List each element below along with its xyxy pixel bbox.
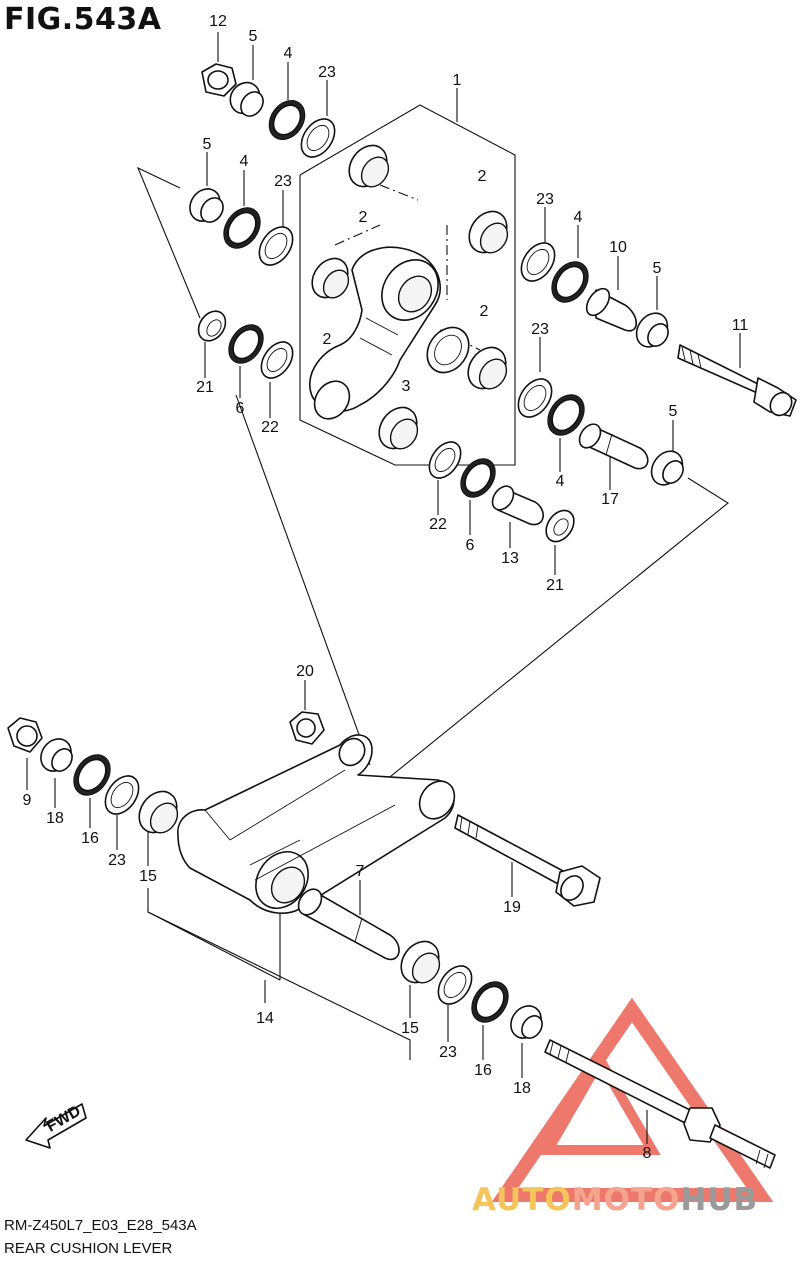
washer-23-left bbox=[258, 226, 294, 266]
callout-1: 1 bbox=[453, 72, 462, 89]
callout-18: 18 bbox=[513, 1080, 531, 1097]
oil-seal-16-right bbox=[471, 981, 509, 1023]
callout-23: 23 bbox=[274, 173, 292, 190]
needle-bearing-2b bbox=[468, 210, 509, 254]
callout-23: 23 bbox=[108, 852, 126, 869]
bolt-19 bbox=[454, 814, 601, 907]
callout-4: 4 bbox=[284, 45, 293, 62]
spacer-5-left bbox=[189, 188, 224, 223]
nut-9 bbox=[7, 717, 43, 753]
nut-20 bbox=[289, 711, 325, 745]
needle-bearing-15-right bbox=[400, 940, 441, 984]
collar-7 bbox=[297, 888, 400, 961]
callout-6: 6 bbox=[236, 400, 245, 417]
collar-17 bbox=[578, 423, 649, 470]
washer-23-right-2 bbox=[517, 378, 553, 418]
callout-4: 4 bbox=[574, 209, 583, 226]
callout-14: 14 bbox=[256, 1010, 274, 1027]
oil-seal-4-right bbox=[551, 261, 589, 303]
callout-2: 2 bbox=[478, 168, 487, 185]
callout-22: 22 bbox=[429, 516, 447, 533]
washer-23-right bbox=[520, 242, 556, 282]
figure-title: FIG.543A bbox=[4, 2, 162, 37]
collar-13 bbox=[491, 485, 544, 526]
callout-18: 18 bbox=[46, 810, 64, 827]
callout-12: 12 bbox=[209, 13, 227, 30]
callout-21: 21 bbox=[546, 577, 564, 594]
washer-21-left bbox=[197, 310, 227, 342]
callout-5: 5 bbox=[653, 260, 662, 277]
washer-22-left bbox=[260, 341, 294, 379]
oil-seal-4-right-2 bbox=[547, 394, 585, 436]
spacer-5-right bbox=[635, 312, 669, 348]
callout-3: 3 bbox=[402, 378, 411, 395]
callout-23: 23 bbox=[439, 1044, 457, 1061]
callout-2: 2 bbox=[480, 303, 489, 320]
figure-name: REAR CUSHION LEVER bbox=[4, 1240, 173, 1257]
spacer-5-right-2 bbox=[650, 450, 684, 486]
oil-seal-6-left bbox=[228, 324, 264, 364]
callout-22: 22 bbox=[261, 419, 279, 436]
callout-15: 15 bbox=[139, 868, 157, 885]
callout-6: 6 bbox=[466, 537, 475, 554]
watermark-part-hub: HUB bbox=[680, 1182, 759, 1218]
callout-23: 23 bbox=[318, 64, 336, 81]
callout-17: 17 bbox=[601, 491, 619, 508]
washer-23-lower-right bbox=[437, 965, 473, 1005]
fwd-arrow-icon bbox=[25, 1103, 87, 1149]
washer-22-right bbox=[428, 441, 462, 479]
callout-8: 8 bbox=[643, 1145, 652, 1162]
callout-21: 21 bbox=[196, 379, 214, 396]
callout-4: 4 bbox=[556, 473, 565, 490]
oil-seal-4-left bbox=[223, 207, 261, 249]
callout-16: 16 bbox=[81, 830, 99, 847]
washer-21-right bbox=[545, 509, 575, 543]
callout-2: 2 bbox=[323, 331, 332, 348]
watermark-logo-icon bbox=[491, 997, 774, 1202]
cushion-rod-1 bbox=[309, 246, 470, 420]
callout-4: 4 bbox=[240, 153, 249, 170]
callout-16: 16 bbox=[474, 1062, 492, 1079]
callout-15: 15 bbox=[401, 1020, 419, 1037]
washer-23-lower-left bbox=[104, 775, 140, 815]
callout-19: 19 bbox=[503, 899, 521, 916]
watermark-part-auto: AUTO bbox=[472, 1182, 572, 1218]
needle-bearing-2d bbox=[467, 346, 508, 390]
cushion-lever-14 bbox=[177, 734, 456, 915]
callout-23: 23 bbox=[531, 321, 549, 338]
spacer-18-right bbox=[510, 1005, 543, 1039]
needle-bearing-3 bbox=[378, 406, 419, 450]
needle-bearing-2a bbox=[348, 144, 390, 188]
nut-12 bbox=[201, 63, 237, 97]
callout-5: 5 bbox=[669, 403, 678, 420]
needle-bearing-2c bbox=[311, 257, 350, 299]
washer-23-top bbox=[300, 118, 336, 158]
bolt-11 bbox=[677, 344, 797, 417]
collar-10 bbox=[585, 287, 638, 332]
callout-5: 5 bbox=[249, 28, 258, 45]
callout-7: 7 bbox=[356, 863, 365, 880]
spacer-18-left bbox=[40, 738, 73, 772]
watermark-part-moto: MOTO bbox=[571, 1182, 681, 1218]
callout-23: 23 bbox=[536, 191, 554, 208]
callout-20: 20 bbox=[296, 663, 314, 680]
callout-11: 11 bbox=[732, 317, 749, 334]
spacer-5-top bbox=[229, 81, 264, 117]
oil-seal-4-top bbox=[268, 100, 306, 140]
callout-9: 9 bbox=[23, 792, 32, 809]
oil-seal-16-left bbox=[73, 754, 111, 796]
callout-5: 5 bbox=[203, 136, 212, 153]
callout-2: 2 bbox=[359, 209, 368, 226]
needle-bearing-15-left bbox=[138, 790, 179, 834]
callout-13: 13 bbox=[501, 550, 519, 567]
oil-seal-6-right bbox=[460, 458, 496, 498]
bolt-8 bbox=[544, 1039, 776, 1169]
leader-lines bbox=[26, 32, 741, 1144]
callout-10: 10 bbox=[609, 239, 627, 256]
figure-code: RM-Z450L7_E03_E28_543A bbox=[4, 1217, 197, 1234]
watermark-text: AUTOMOTOHUB bbox=[472, 1182, 758, 1218]
